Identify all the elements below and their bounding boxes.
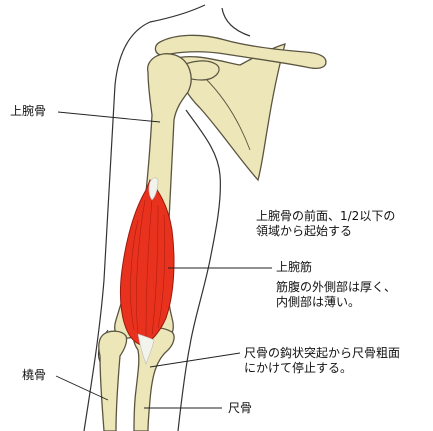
label-ulna: 尺骨: [228, 401, 253, 415]
label-origin-line1: 上腕骨の前面、1/2以下の: [256, 209, 396, 223]
scapula-ridge: [204, 77, 251, 151]
leader-humerus: [57, 111, 161, 123]
inner-arm-outline: [177, 109, 221, 431]
origin-tendon: [148, 177, 159, 201]
label-insertion-line2: にかけて停止する。: [244, 361, 353, 375]
insertion-tendon: [137, 333, 155, 365]
radius: [98, 330, 128, 431]
leader-radius: [55, 375, 109, 401]
label-brachialis: 上腕筋: [276, 260, 313, 274]
muscle-fibers: [130, 199, 166, 339]
leader-insertion: [149, 352, 241, 368]
label-humerus: 上腕骨: [10, 104, 47, 118]
clavicle: [154, 34, 327, 69]
label-fiber-line1: 筋腹の外側部は厚く、: [276, 280, 397, 294]
label-radius: 橈骨: [22, 368, 47, 382]
label-origin-line2: 領域から起始する: [256, 224, 353, 238]
label-insertion-line1: 尺骨の鈎状突起から尺骨粗面: [244, 346, 401, 360]
label-fiber-line2: 内側部は薄い。: [276, 295, 361, 309]
arm-outline: [83, 4, 206, 431]
torso-outline: [221, 7, 251, 37]
